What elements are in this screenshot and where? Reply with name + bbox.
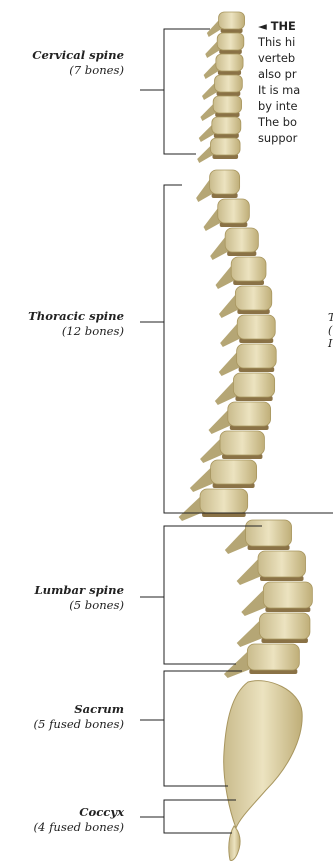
- region-name: Cervical spine: [0, 48, 124, 63]
- region-name: Thoracic spine: [0, 309, 124, 324]
- region-label-lumbar: Lumbar spine (5 bones): [0, 583, 124, 613]
- region-name: Coccyx: [0, 805, 124, 820]
- region-label-thoracic: Thoracic spine (12 bones): [0, 309, 124, 339]
- region-name: Lumbar spine: [0, 583, 124, 598]
- intro-heading: ◄ THE: [258, 18, 333, 34]
- side-note-line: (: [328, 324, 333, 337]
- side-note: T ( I: [328, 311, 333, 350]
- intro-line: The bo: [258, 114, 333, 130]
- region-count: (5 bones): [0, 598, 124, 613]
- sacrum-bracket: [164, 671, 242, 786]
- region-count: (4 fused bones): [0, 820, 124, 835]
- region-name: Sacrum: [0, 702, 124, 717]
- coccyx-bracket: [164, 800, 236, 833]
- region-count: (5 fused bones): [0, 717, 124, 732]
- intro-line: This hi: [258, 34, 333, 50]
- intro-text: ◄ THE This hi verteb also pr It is ma by…: [258, 18, 333, 146]
- intro-line: also pr: [258, 66, 333, 82]
- region-count: (12 bones): [0, 324, 124, 339]
- region-count: (7 bones): [0, 63, 124, 78]
- intro-line: by inte: [258, 98, 333, 114]
- side-note-line: T: [328, 311, 333, 324]
- region-label-sacrum: Sacrum (5 fused bones): [0, 702, 124, 732]
- intro-line: It is ma: [258, 82, 333, 98]
- intro-line: suppor: [258, 130, 333, 146]
- intro-line: verteb: [258, 50, 333, 66]
- region-label-coccyx: Coccyx (4 fused bones): [0, 805, 124, 835]
- region-label-cervical: Cervical spine (7 bones): [0, 48, 124, 78]
- side-note-line: I: [328, 337, 333, 350]
- thoracic-bracket: [164, 185, 333, 513]
- lumbar-bracket: [164, 526, 262, 664]
- cervical-bracket: [164, 29, 210, 154]
